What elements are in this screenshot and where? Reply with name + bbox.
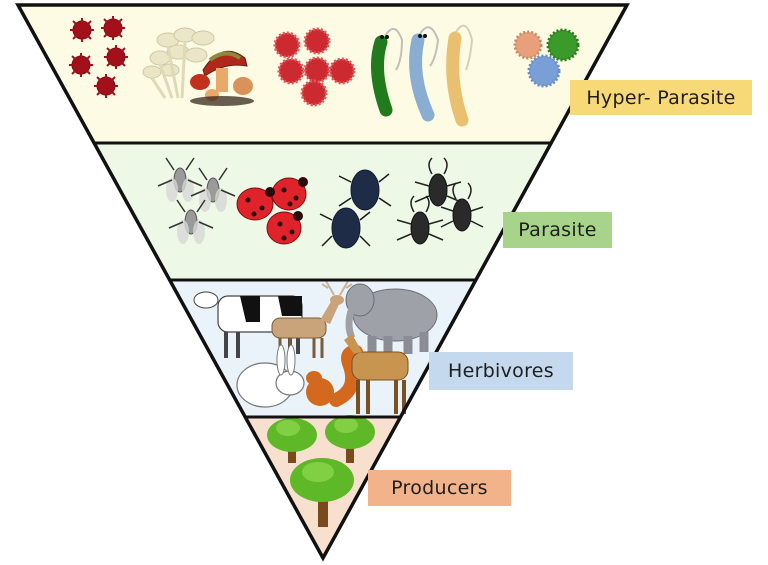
ladybugs-icon	[236, 177, 308, 245]
red-spiky-spores-icon	[69, 16, 128, 98]
label-producers: Producers	[368, 470, 511, 506]
elephant-icon	[345, 283, 438, 354]
label-parasite: Parasite	[503, 212, 612, 248]
red-virus-cluster-icon	[273, 27, 356, 107]
rabbit-icon	[236, 344, 305, 408]
goat-icon	[344, 334, 409, 414]
bacteria-icon	[371, 24, 474, 127]
mushrooms-icon	[142, 27, 254, 106]
flies-icon	[157, 157, 236, 244]
stag-beetles-icon	[396, 157, 484, 245]
squirrel-icon	[306, 345, 363, 407]
label-herbivores: Herbivores	[429, 352, 573, 390]
band-parasite	[94, 143, 551, 280]
blue-beetles-icon	[319, 169, 392, 249]
pyramid-outline	[15, 3, 630, 562]
label-hyper-parasite: Hyper- Parasite	[570, 80, 752, 115]
deer-icon	[271, 280, 353, 358]
colored-virus-icon	[513, 28, 580, 88]
band-dividers	[94, 141, 551, 419]
trees-icon	[267, 415, 375, 527]
